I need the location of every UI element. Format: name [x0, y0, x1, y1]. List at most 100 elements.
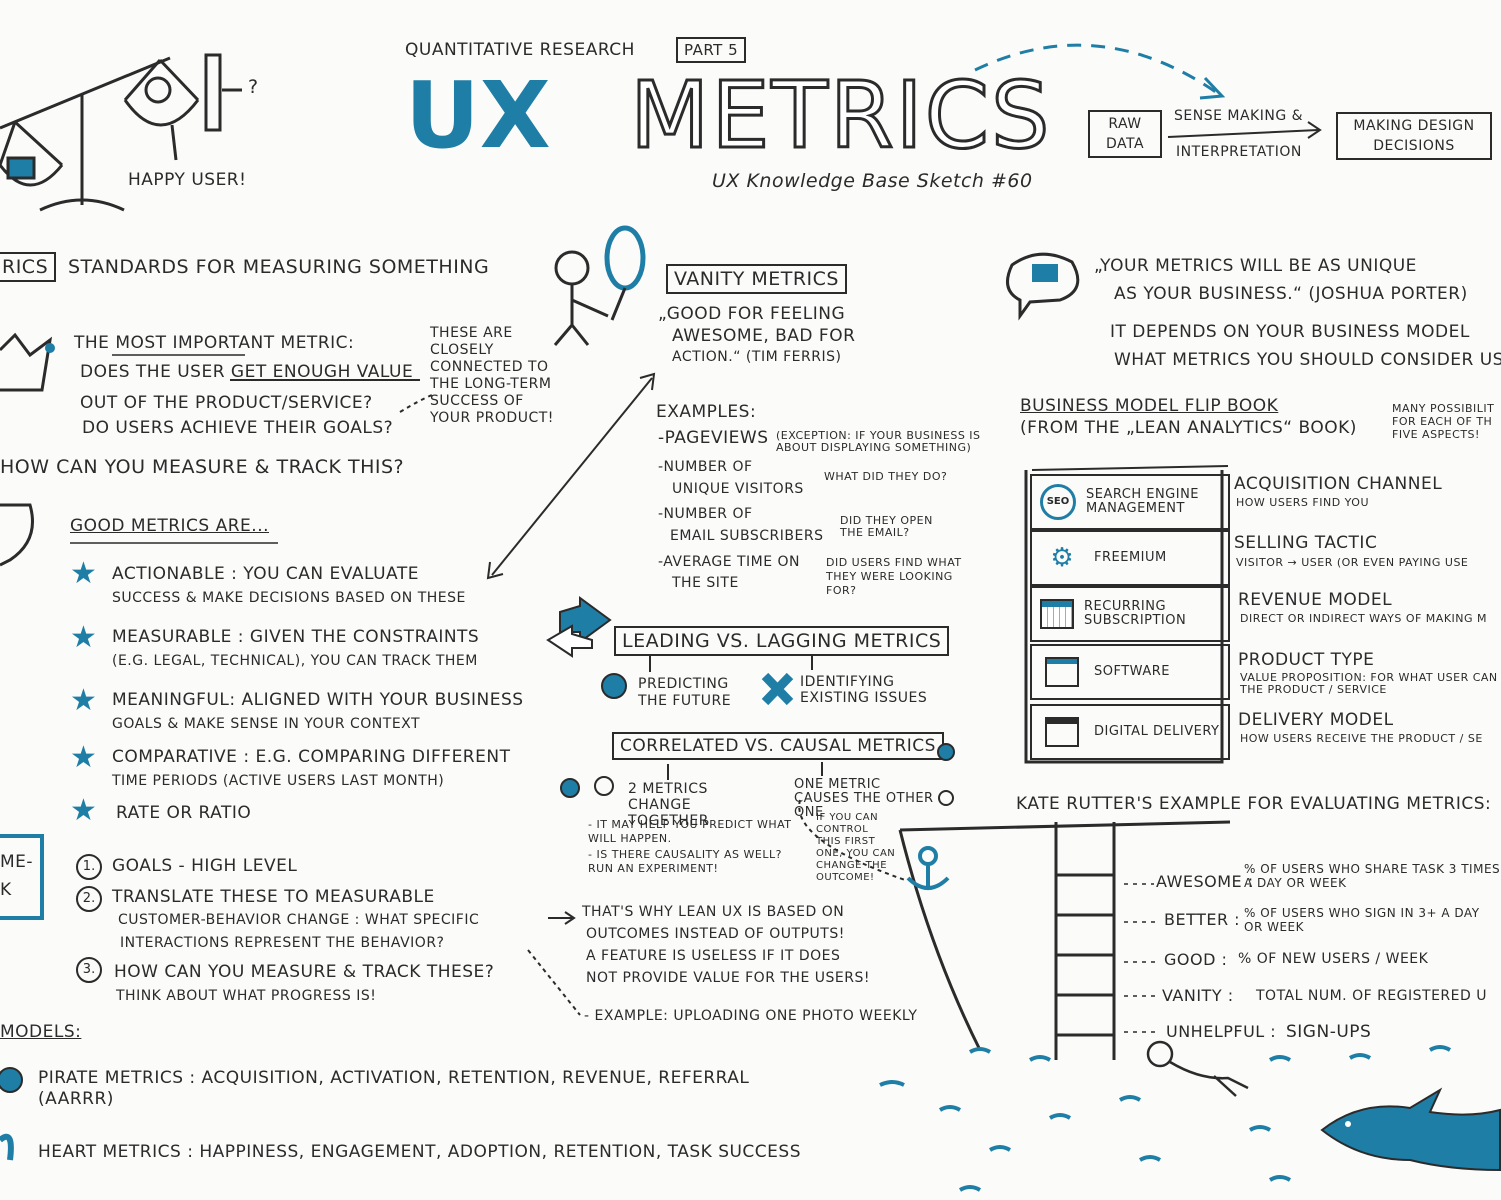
star-icon: ★: [70, 793, 97, 828]
heart-icon: [0, 1133, 14, 1161]
flipbook-label-3: RECURRING SUBSCRIPTION: [1084, 599, 1187, 628]
vanity-quote1: „GOOD FOR FEELING: [658, 304, 846, 324]
good-metric-2a: MEASURABLE : GIVEN THE CONSTRAINTS: [112, 627, 480, 647]
step-3-badge: 3.: [76, 957, 102, 983]
leanux-b: OUTCOMES INSTEAD OF OUTPUTS!: [586, 926, 845, 942]
flipbook-side: MANY POSSIBILIT FOR EACH OF TH FIVE ASPE…: [1392, 402, 1495, 441]
scale-icon: [0, 53, 242, 212]
measure-question: HOW CAN YOU MEASURE & TRACK THIS?: [0, 456, 405, 478]
heart-metrics: HEART METRICS : HAPPINESS, ENGAGEMENT, A…: [38, 1142, 801, 1162]
vanity-ex2b: UNIQUE VISITORS: [672, 481, 804, 497]
kate-good: GOOD :: [1164, 950, 1228, 969]
kate-better: BETTER :: [1164, 910, 1241, 929]
sketch-number: UX Knowledge Base Sketch #60: [712, 170, 1033, 192]
aspect-5-desc: HOW USERS RECEIVE THE PRODUCT / SE: [1240, 732, 1483, 745]
kate-unhelpful: UNHELPFUL :: [1166, 1022, 1277, 1041]
interpretation: INTERPRETATION: [1176, 144, 1302, 160]
correlated-two-note1: - IT MAY HELP YOU PREDICT WHAT WILL HAPP…: [588, 818, 792, 845]
leanux-a: THAT'S WHY LEAN UX IS BASED ON: [582, 904, 845, 920]
crystal-ball-icon: [601, 673, 627, 699]
north-star-line4: DO USERS ACHIEVE THEIR GOALS?: [82, 418, 394, 438]
good-metric-1b: SUCCESS & MAKE DECISIONS BASED ON THESE: [112, 590, 466, 606]
vanity-ex4b: THE SITE: [672, 575, 739, 591]
vanity-title: VANITY METRICS: [666, 264, 847, 294]
star-icon: ★: [70, 740, 97, 775]
definition-text: STANDARDS FOR MEASURING SOMETHING: [68, 256, 490, 278]
star-icon: ★: [70, 683, 97, 718]
leading-title: LEADING VS. LAGGING METRICS: [614, 626, 950, 656]
flipbook-row-product: SOFTWARE: [1030, 644, 1230, 700]
causal-one: ONE METRIC CAUSES THE OTHER ONE: [794, 777, 934, 820]
step-2b: CUSTOMER-BEHAVIOR CHANGE : WHAT SPECIFIC: [118, 912, 480, 928]
vanity-ex1: -PAGEVIEWS: [658, 428, 769, 448]
leanux-example: - EXAMPLE: UPLOADING ONE PHOTO WEEKLY: [584, 1008, 918, 1024]
good-metric-4a: COMPARATIVE : E.G. COMPARING DIFFERENT: [112, 747, 511, 767]
north-star-line2: DOES THE USER GET ENOUGH VALUE: [80, 362, 414, 382]
north-star-note: THESE ARE CLOSELY CONNECTED TO THE LONG-…: [430, 325, 554, 426]
good-metric-1a: ACTIONABLE : YOU CAN EVALUATE: [112, 564, 419, 584]
title-metrics: METRICS: [628, 61, 1052, 171]
sense-making: SENSE MAKING &: [1174, 108, 1304, 124]
good-metric-2b: (E.G. LEGAL, TECHNICAL), YOU CAN TRACK T…: [112, 653, 478, 669]
question-mark: ?: [248, 76, 259, 98]
kate-unhelpful-desc: SIGN-UPS: [1286, 1022, 1372, 1042]
trophy-icon: [0, 503, 34, 567]
good-metric-3b: GOALS & MAKE SENSE IN YOUR CONTEXT: [112, 716, 421, 732]
calendar-icon: [1040, 596, 1074, 632]
aspect-4-desc: VALUE PROPOSITION: FOR WHAT USER CAN THE…: [1240, 671, 1498, 696]
vanity-ex4a: -AVERAGE TIME ON: [658, 554, 801, 570]
title-ux: UX: [405, 62, 551, 169]
predicting: PREDICTING THE FUTURE: [638, 676, 732, 709]
x-mark-icon: [761, 672, 794, 706]
good-metric-5a: RATE OR RATIO: [116, 803, 252, 823]
porter-t1: IT DEPENDS ON YOUR BUSINESS MODEL: [1110, 322, 1470, 342]
framework-frame: [0, 834, 44, 920]
flipbook-row-delivery: DIGITAL DELIVERY: [1030, 704, 1230, 760]
step-2a: TRANSLATE THESE TO MEASURABLE: [112, 887, 435, 907]
shark-icon: [1320, 1087, 1501, 1172]
correlated-two: 2 METRICS CHANGE TOGETHER: [628, 781, 709, 829]
aspect-1-desc: HOW USERS FIND YOU: [1236, 496, 1370, 509]
definition-tag: RICS: [0, 252, 57, 282]
water-waves: [879, 1045, 1452, 1192]
flipbook-row-acquisition: SEO SEARCH ENGINE MANAGEMENT: [1030, 474, 1230, 530]
leanux-c: A FEATURE IS USELESS IF IT DOES: [586, 948, 841, 964]
swimmer-icon: [1146, 1040, 1249, 1097]
kate-awesome: AWESOME :: [1156, 872, 1254, 891]
kate-awesome-desc: % OF USERS WHO SHARE TASK 3 TIMES A DAY …: [1244, 862, 1501, 890]
aspect-2-desc: VISITOR → USER (OR EVEN PAYING USE: [1236, 556, 1469, 569]
porter-q2: AS YOUR BUSINESS.“ (JOSHUA PORTER): [1114, 284, 1468, 304]
raw-data-box: RAW DATA: [1088, 110, 1162, 158]
step-3a: HOW CAN YOU MEASURE & TRACK THESE?: [114, 962, 495, 982]
curved-arrow: [974, 43, 1221, 97]
porter-t2: WHAT METRICS YOU SHOULD CONSIDER USI: [1114, 350, 1501, 370]
models-title: MODELS:: [0, 1022, 82, 1042]
vanity-ex2-note: WHAT DID THEY DO?: [824, 470, 948, 483]
part-badge: PART 5: [676, 37, 747, 63]
aspect-5: DELIVERY MODEL: [1238, 710, 1394, 730]
porter-q1: „YOUR METRICS WILL BE AS UNIQUE: [1094, 256, 1417, 276]
pirate-metrics: PIRATE METRICS : ACQUISITION, ACTIVATION…: [38, 1068, 750, 1088]
vanity-quote2: AWESOME, BAD FOR: [672, 326, 856, 346]
vanity-ex3a: -NUMBER OF: [658, 506, 753, 522]
anchor-icon: [906, 846, 950, 890]
flipbook-row-selling: ⚙ FREEMIUM: [1030, 530, 1230, 586]
vanity-ex1-note: (EXCEPTION: IF YOUR BUSINESS IS ABOUT DI…: [776, 429, 981, 454]
kate-better-desc: % OF USERS WHO SIGN IN 3+ A DAY OR WEEK: [1244, 906, 1480, 934]
mirror-icon: [553, 225, 646, 346]
correlated-two-note2: - IS THERE CAUSALITY AS WELL? RUN AN EXP…: [588, 848, 782, 875]
examples-label: EXAMPLES:: [656, 402, 757, 422]
good-metrics-title: GOOD METRICS ARE...: [70, 516, 270, 536]
pirate-metrics-abbr: (AARRR): [38, 1089, 114, 1109]
flipbook-title1: BUSINESS MODEL FLIP BOOK: [1020, 396, 1279, 416]
step-3b: THINK ABOUT WHAT PROGRESS IS!: [116, 988, 377, 1004]
left-arrow-icon: [546, 624, 593, 658]
window-icon: [1040, 654, 1084, 690]
kate-good-desc: % OF NEW USERS / WEEK: [1238, 951, 1429, 967]
flipbook-label-4: SOFTWARE: [1094, 664, 1170, 679]
kate-vanity: VANITY :: [1162, 986, 1234, 1005]
leanux-d: NOT PROVIDE VALUE FOR THE USERS!: [586, 970, 870, 986]
decisions-box: MAKING DESIGN DECISIONS: [1336, 112, 1492, 160]
north-star-line3: OUT OF THE PRODUCT/SERVICE?: [80, 393, 373, 413]
aspect-1: ACQUISITION CHANNEL: [1234, 474, 1443, 494]
